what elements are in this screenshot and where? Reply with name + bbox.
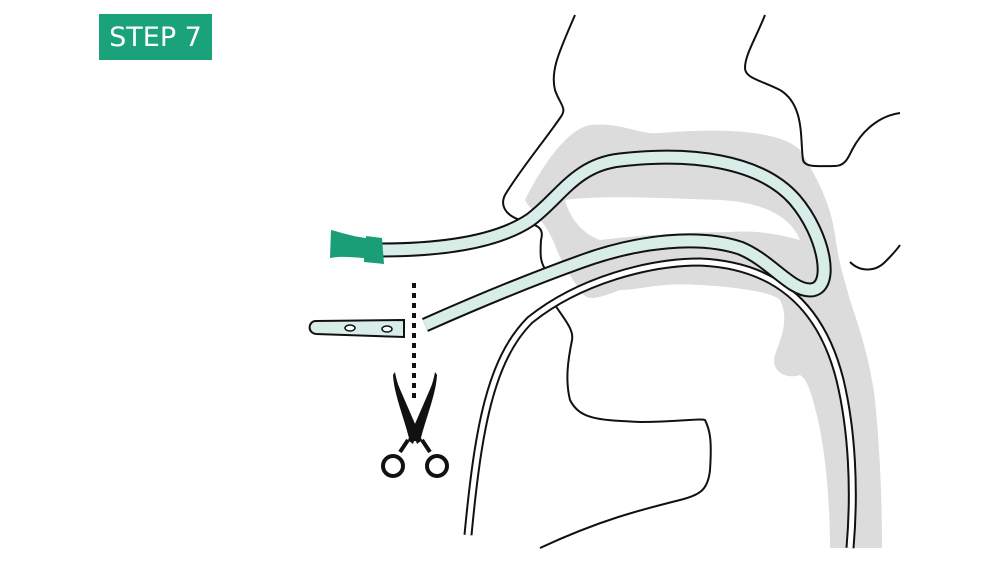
step-badge: STEP 7 bbox=[99, 14, 212, 60]
face-profile-outline bbox=[502, 14, 576, 273]
cut-tube-tip-with-holes bbox=[308, 318, 405, 339]
scissors-icon bbox=[381, 372, 449, 478]
tube-connector bbox=[330, 230, 384, 264]
